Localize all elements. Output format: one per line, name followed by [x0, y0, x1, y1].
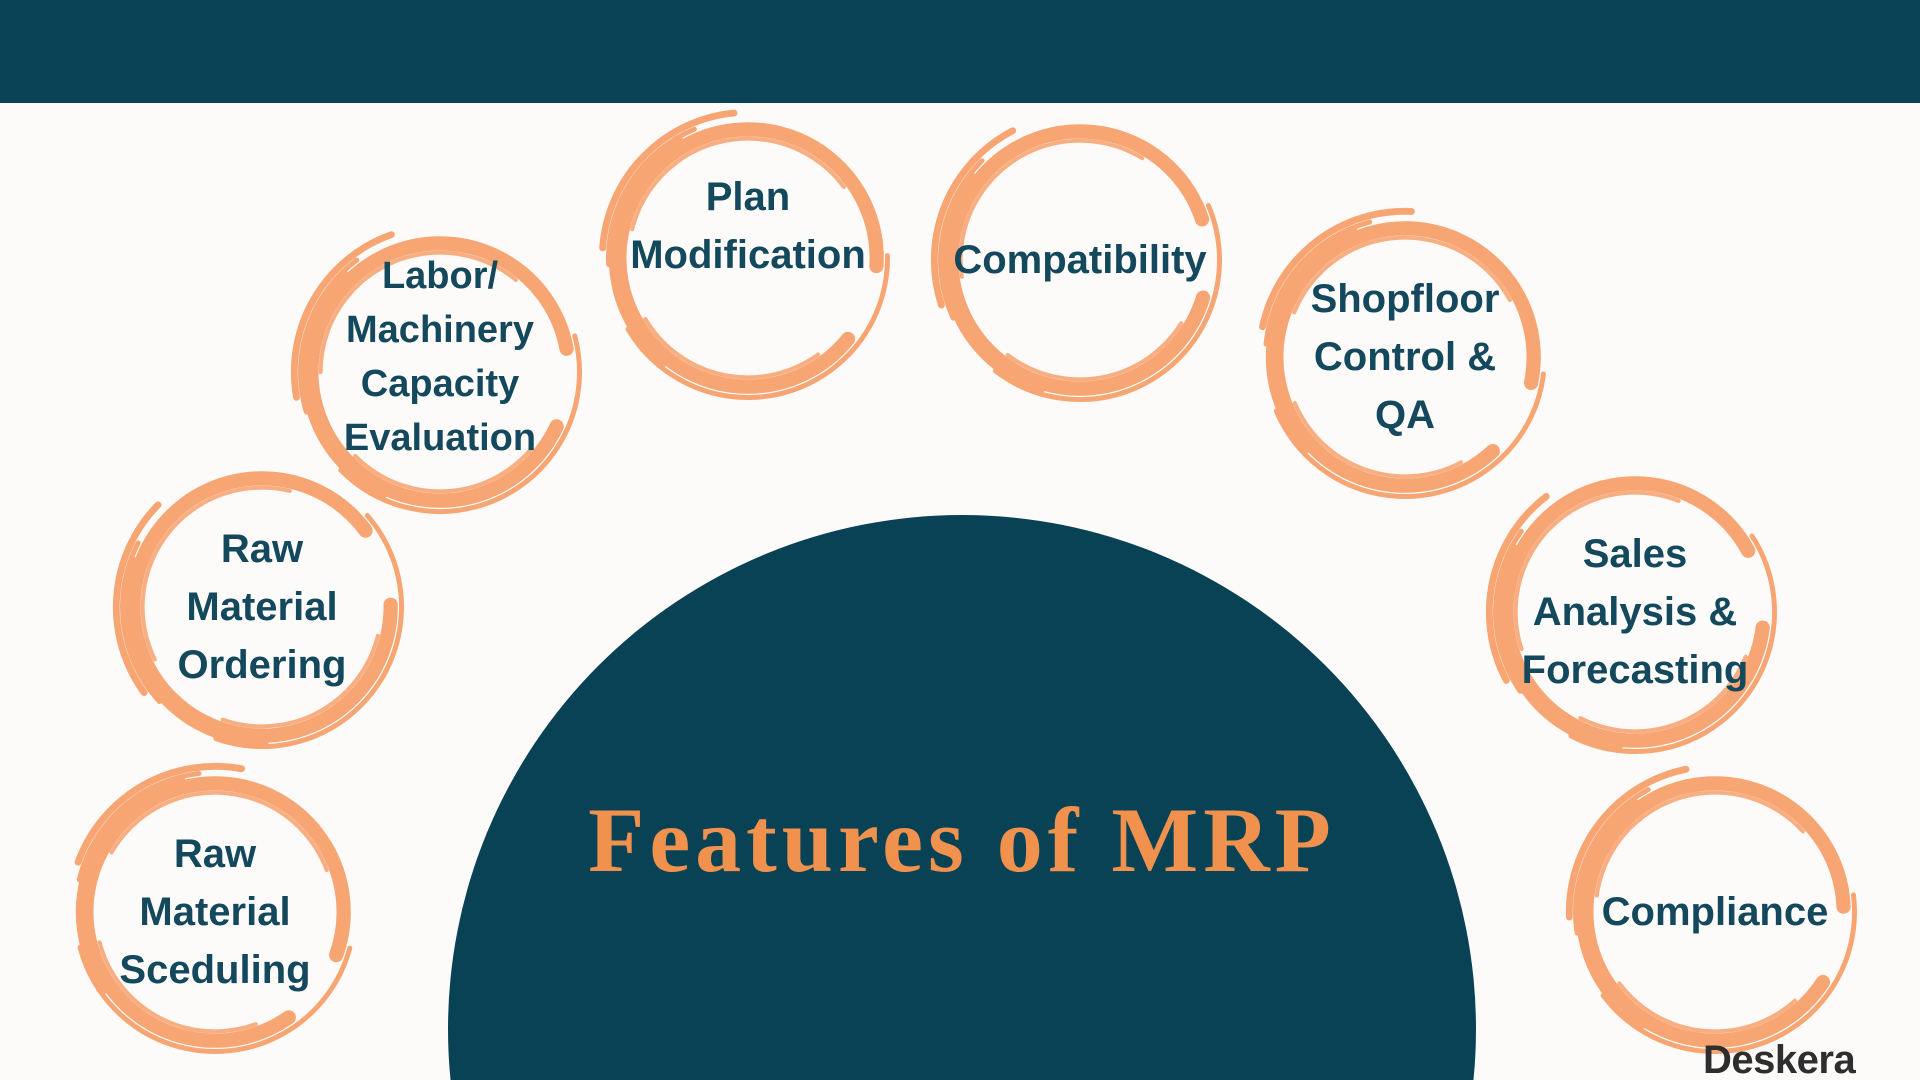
page-title: Features of MRP: [588, 789, 1336, 891]
feature-label-raw-material-ordering: Raw Material Ordering: [177, 527, 347, 687]
feature-bubble-compliance: Compliance: [1560, 757, 1870, 1067]
feature-label-shopfloor-control-qa: Shopfloor Control & QA: [1310, 277, 1500, 437]
feature-bubble-shopfloor-control-qa: Shopfloor Control & QA: [1250, 202, 1560, 512]
feature-label-raw-material-sceduling: Raw Material Sceduling: [119, 832, 311, 992]
top-banner-bar: [0, 0, 1920, 103]
feature-bubble-raw-material-ordering: Raw Material Ordering: [107, 452, 417, 762]
feature-bubble-compatibility: Compatibility: [925, 105, 1235, 415]
feature-label-plan-modification: Plan Modification: [630, 175, 866, 277]
feature-label-compliance: Compliance: [1601, 890, 1829, 934]
deskera-logo: Deskera: [1703, 1038, 1856, 1080]
feature-label-compatibility: Compatibility: [953, 238, 1207, 282]
feature-label-sales-analysis-forecasting: Sales Analysis & Forecasting: [1521, 532, 1749, 692]
feature-bubble-sales-analysis-forecasting: Sales Analysis & Forecasting: [1480, 457, 1790, 767]
feature-label-labor-machinery: Labor/ Machinery Capacity Evaluation: [343, 255, 537, 459]
feature-bubble-raw-material-sceduling: Raw Material Sceduling: [60, 757, 370, 1067]
feature-bubble-labor-machinery-capacity-evaluation: Labor/ Machinery Capacity Evaluation: [285, 217, 595, 527]
feature-bubble-plan-modification: Plan Modification: [593, 103, 903, 413]
